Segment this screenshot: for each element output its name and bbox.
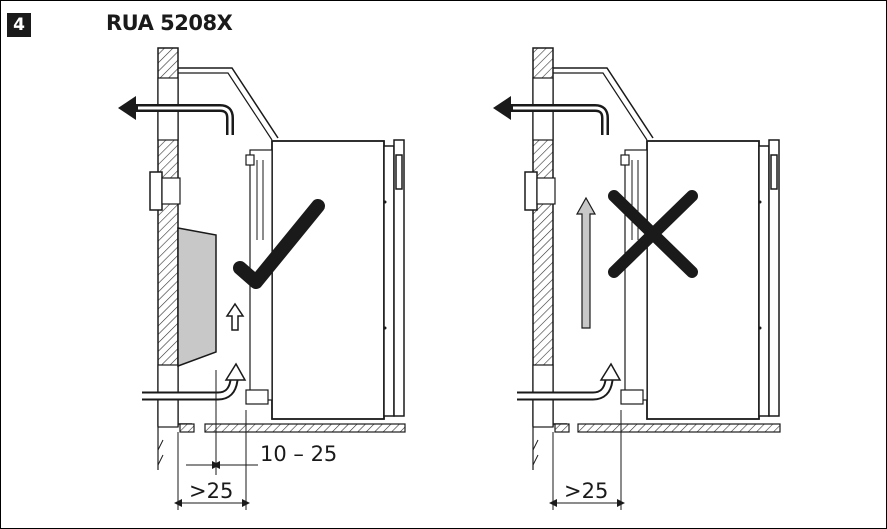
appliance-body bbox=[646, 140, 760, 420]
duct-line bbox=[178, 67, 279, 139]
adjustable-foot bbox=[620, 389, 644, 405]
panel-correct: 10 – 25 >25 bbox=[118, 47, 406, 510]
wall-bracket bbox=[524, 171, 538, 211]
upward-airflow-arrow bbox=[575, 196, 597, 329]
exhaust-airflow-arrow bbox=[507, 104, 609, 135]
checkmark-icon bbox=[233, 199, 325, 289]
exhaust-airflow-arrow bbox=[132, 104, 234, 135]
intake-airflow-arrow bbox=[142, 379, 237, 399]
step-number-badge: 4 bbox=[7, 13, 31, 37]
cross-icon bbox=[608, 190, 698, 278]
floor bbox=[577, 423, 781, 433]
appliance-door bbox=[758, 145, 770, 417]
floor bbox=[204, 423, 406, 433]
baffle-plate bbox=[177, 227, 217, 368]
appliance-door bbox=[383, 145, 395, 417]
appliance-body bbox=[271, 140, 385, 420]
duct-line bbox=[553, 67, 654, 139]
wall-bracket bbox=[149, 171, 163, 211]
model-title: RUA 5208X bbox=[106, 11, 233, 35]
dimension-label-outer: >25 bbox=[564, 479, 608, 503]
upward-airflow-arrow bbox=[225, 302, 245, 331]
door-handle bbox=[395, 154, 403, 190]
door-handle bbox=[770, 154, 778, 190]
intake-airflow-arrow bbox=[517, 379, 612, 399]
rear-condenser bbox=[624, 149, 648, 401]
dimension-label-outer: >25 bbox=[189, 479, 233, 503]
panel-incorrect: >25 bbox=[493, 47, 781, 510]
adjustable-foot bbox=[245, 389, 269, 405]
dimension-label-inner: 10 – 25 bbox=[260, 442, 337, 466]
